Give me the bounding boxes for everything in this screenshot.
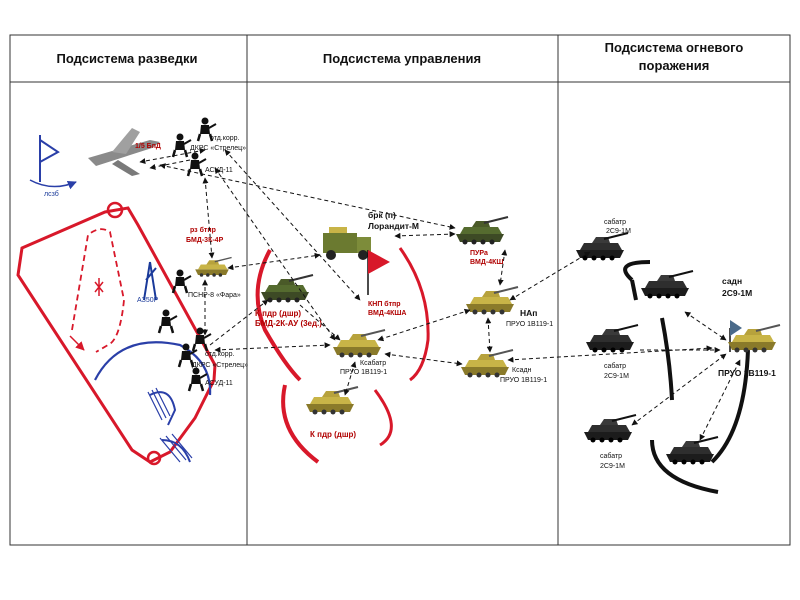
sadn-arc-bottom: [650, 439, 719, 494]
sabatr-bottom-label-2: 2С9-1М: [600, 463, 625, 470]
soldier-icon: [157, 308, 179, 335]
red-arc-bottom-right: [373, 389, 393, 447]
howitzer-top-left-icon: [575, 232, 629, 262]
header-recon: Подсистема разведки: [57, 51, 198, 66]
kpdr-label-1: К пдр (дшр): [255, 309, 301, 318]
ksabatr-label-1: Ксабатр: [360, 359, 386, 367]
nap-vehicle-icon: [465, 286, 519, 316]
mortar-icon: [143, 261, 157, 301]
header-fire-line1: Подсистема огневого: [605, 40, 744, 55]
scout-bottom-label-3: АСУД-11: [205, 380, 233, 387]
position-corner-marker: [106, 201, 124, 219]
scout-bottom-label-2: ДКРС «Стрелец»: [192, 362, 248, 369]
knp-label-2: ВМД-4КША: [368, 310, 406, 317]
pruo-label: ПРУО 1В119-1: [718, 368, 776, 378]
psnr-label: ПСНР-8 «Фара»: [188, 292, 241, 299]
sabatr-mid-label-1: сабатр: [604, 362, 626, 370]
communication-links: [139, 148, 741, 441]
sabatr-top-label-1: сабатр: [604, 218, 626, 226]
sabatr-top-label-2: 2С9-1М: [606, 228, 631, 235]
psnr-operator-icon: [171, 268, 193, 295]
ksadn-label-1: Ксадн: [512, 367, 532, 374]
sadn-arc-middle: [660, 317, 674, 401]
scout-top-label-1: отд.корр.: [210, 135, 240, 142]
header-fire-line2: поражения: [639, 58, 710, 73]
howitzer-bottom-right-icon: [665, 436, 719, 466]
position-outline: [16, 206, 217, 464]
pura-label-1: ПУРа: [470, 250, 488, 257]
howitzer-bottom-left-icon: [583, 414, 637, 444]
sabatr-bottom-label-1: сабатр: [600, 452, 622, 460]
brk-truck-icon: [323, 227, 371, 260]
scout-top-label-2: ДКРС «Стрелец»: [190, 145, 246, 152]
company-commander-bmd-icon: [260, 274, 314, 304]
sadn-arc-top: [623, 260, 651, 282]
target-mark: [94, 278, 104, 296]
kpdr-label-2: БМД-2К-АУ (3ед.): [255, 319, 322, 328]
header-control: Подсистема управления: [323, 51, 481, 66]
ksadn-label-2: ПРУО 1В119-1: [500, 377, 547, 384]
position-corner-marker-bottom: [146, 450, 162, 466]
blue-bracket-lower: [161, 439, 191, 463]
recon-route: [71, 228, 125, 353]
platoon-commander-vehicle-icon: [305, 386, 359, 416]
aszd-label: лсзб: [44, 190, 59, 198]
brk-label-1: брк (п): [368, 210, 396, 220]
diagram-frame: [9, 34, 791, 546]
recon-bmp-label-1: рз бтпр: [190, 226, 216, 234]
route-arrow: [69, 335, 85, 351]
knp-flag-icon: [368, 250, 390, 274]
uav-unit-label: 1/5 БпД: [135, 143, 161, 150]
sabatr-mid-label-2: 2С9-1М: [604, 373, 629, 380]
battery-commander-vehicle-icon: [332, 329, 386, 359]
battalion-commander-vehicle-icon: [460, 349, 514, 379]
howitzer-mid-icon: [585, 324, 639, 354]
scout-bottom-label-1: отд.корр.: [205, 351, 235, 358]
knp-label-1: КНП бтпр: [368, 300, 401, 308]
flag-icon: [39, 135, 60, 182]
mortar-label: АЗ50Р: [137, 297, 159, 304]
pruo-flag-icon: [730, 320, 742, 336]
nap-pruo-label: ПРУО 1В119-1: [506, 321, 553, 328]
scout-top-label-3: АСУД-11: [205, 167, 233, 174]
ksabatr-label-2: ПРУО 1В119-1: [340, 369, 387, 376]
nap-label: НАп: [520, 308, 537, 318]
pura-label-2: ВМД-4КШ: [470, 259, 503, 266]
sadn-arc-top-left: [630, 279, 638, 301]
pura-vehicle-icon: [455, 216, 509, 246]
red-arc-bottom-left: [281, 384, 320, 464]
blue-sector-arc: [94, 341, 212, 396]
howitzer-top-right-icon: [640, 270, 694, 300]
kpdr-bottom-label: К пдр (дшр): [310, 430, 356, 439]
brk-label-2: Лорандит-М: [368, 221, 419, 231]
sadn-label-1: садн: [722, 276, 742, 286]
recon-bmp-label-2: БМД-3К-4Р: [186, 237, 224, 244]
blue-bracket: [149, 391, 177, 426]
recon-bmp-icon: [194, 256, 233, 278]
aszd-arrow: [29, 179, 77, 190]
uav-icon: [88, 128, 160, 176]
sadn-label-2: 2С9-1М: [722, 288, 752, 298]
